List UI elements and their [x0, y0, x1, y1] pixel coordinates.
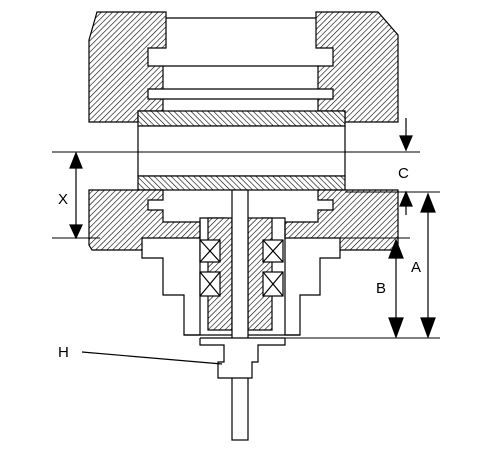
leader-h: [81, 351, 223, 365]
upper-seal-ring: [137, 110, 346, 127]
bearing-upper-left: [199, 239, 221, 263]
lower-housing-right: [284, 189, 399, 251]
lower-housing-left: [88, 189, 201, 251]
shaft: [231, 189, 249, 441]
label-a: A: [411, 259, 421, 276]
label-x: X: [58, 191, 68, 208]
bearing-upper-right: [262, 239, 284, 263]
upper-housing-left: [88, 11, 167, 123]
dimension-arrows: [69, 118, 436, 339]
middle-sleeve: [137, 125, 346, 177]
bottom-nut: [199, 337, 286, 379]
bearing-lower-right: [262, 271, 284, 297]
label-c: C: [398, 165, 409, 182]
bearings: [199, 239, 284, 297]
lower-seal-ring: [137, 175, 346, 191]
upper-housing: [88, 11, 399, 123]
label-b: B: [376, 280, 386, 297]
dim-x-arrow: [69, 151, 83, 240]
upper-housing-right: [315, 11, 399, 123]
dim-a-arrow: [420, 192, 436, 339]
bearing-lower-left: [199, 271, 221, 297]
dim-c-arrow: [399, 118, 413, 215]
label-h: H: [58, 344, 69, 361]
dim-b-arrow: [388, 238, 404, 339]
lower-housing: [88, 189, 399, 251]
reference-lines: [52, 151, 440, 339]
